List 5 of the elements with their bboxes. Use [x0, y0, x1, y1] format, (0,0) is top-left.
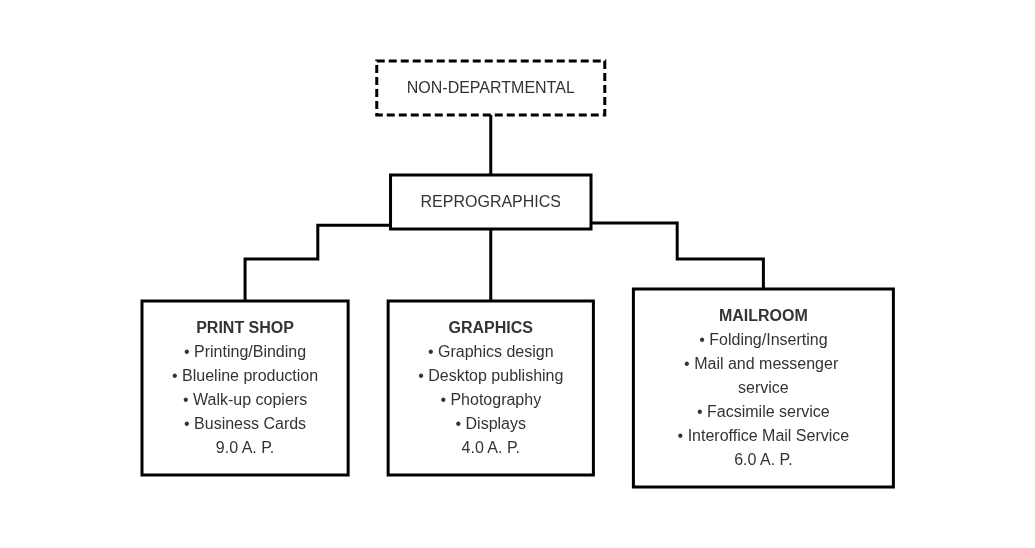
node-box: PRINT SHOP • Printing/Binding • Blueline production • Walk-up copiers • Business Cards 9.0 A. P. — [140, 299, 350, 477]
node-box: NON-DEPARTMENTAL — [375, 59, 607, 117]
node-box: REPROGRAPHICS — [388, 173, 593, 231]
node-box: GRAPHICS • Graphics design • Desktop publishing • Photography • Displays 4.0 A. P. — [386, 299, 595, 477]
node-box: MAILROOM • Folding/Inserting • Mail and messenger service • Facsimile service • Interoffice Mail Service 6.0 A. P. — [631, 287, 895, 489]
